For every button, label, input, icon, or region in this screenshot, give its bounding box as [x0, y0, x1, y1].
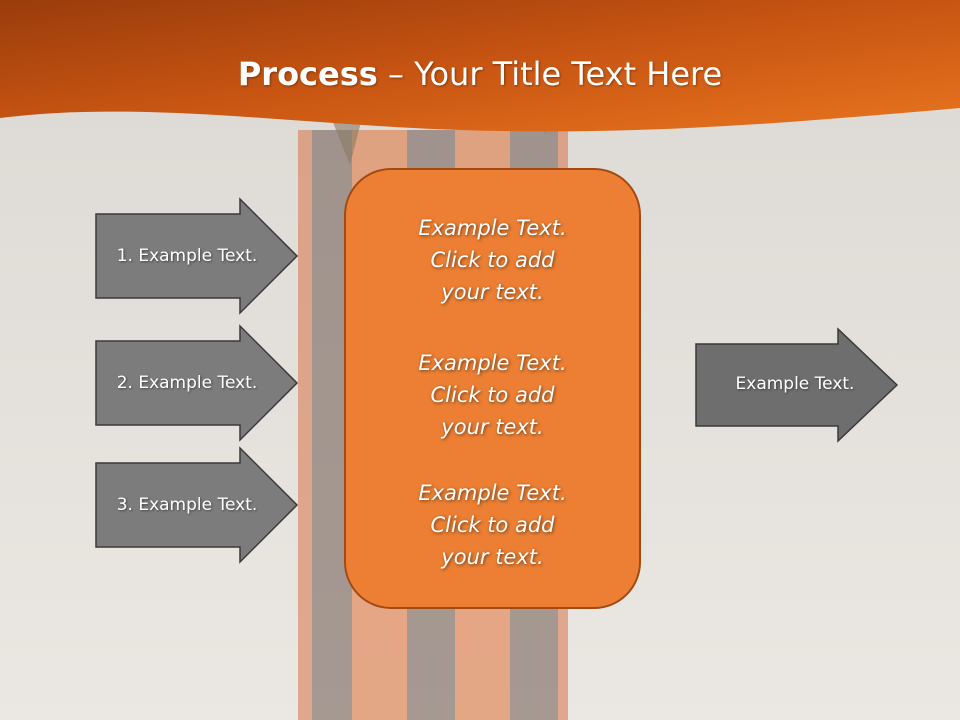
left-arrow-shape-1[interactable]	[95, 197, 299, 315]
left-arrows-graphic	[95, 197, 299, 564]
center-text-line: Example Text.	[418, 351, 567, 375]
center-text-line: Example Text.	[418, 481, 567, 505]
title-bold: Process	[237, 55, 378, 93]
right-arrow-label[interactable]: Example Text.	[735, 374, 855, 394]
header-band	[0, 0, 960, 132]
center-text-line: Click to add	[430, 248, 555, 272]
center-text-block-3[interactable]: Example Text. Click to add your text.	[345, 477, 640, 573]
center-text-line: your text.	[441, 415, 544, 439]
left-arrow-shape-2[interactable]	[95, 324, 299, 442]
center-text-line: Click to add	[430, 383, 555, 407]
center-text-line: your text.	[441, 280, 544, 304]
center-text-block-1[interactable]: Example Text. Click to add your text.	[345, 212, 640, 308]
title-rest: – Your Title Text Here	[377, 55, 723, 93]
left-arrow-label-2[interactable]: 2. Example Text.	[116, 373, 258, 393]
left-arrow-label-3[interactable]: 3. Example Text.	[116, 495, 258, 515]
slide-title[interactable]: Process – Your Title Text Here	[0, 52, 960, 96]
right-arrow-shape[interactable]	[695, 327, 899, 443]
center-text-line: Example Text.	[418, 216, 567, 240]
center-text-block-2[interactable]: Example Text. Click to add your text.	[345, 347, 640, 443]
left-arrow-label-1[interactable]: 1. Example Text.	[116, 246, 258, 266]
center-text-line: your text.	[441, 545, 544, 569]
center-text-line: Click to add	[430, 513, 555, 537]
left-arrow-shape-3[interactable]	[95, 446, 299, 564]
center-box-shape[interactable]	[344, 168, 641, 609]
